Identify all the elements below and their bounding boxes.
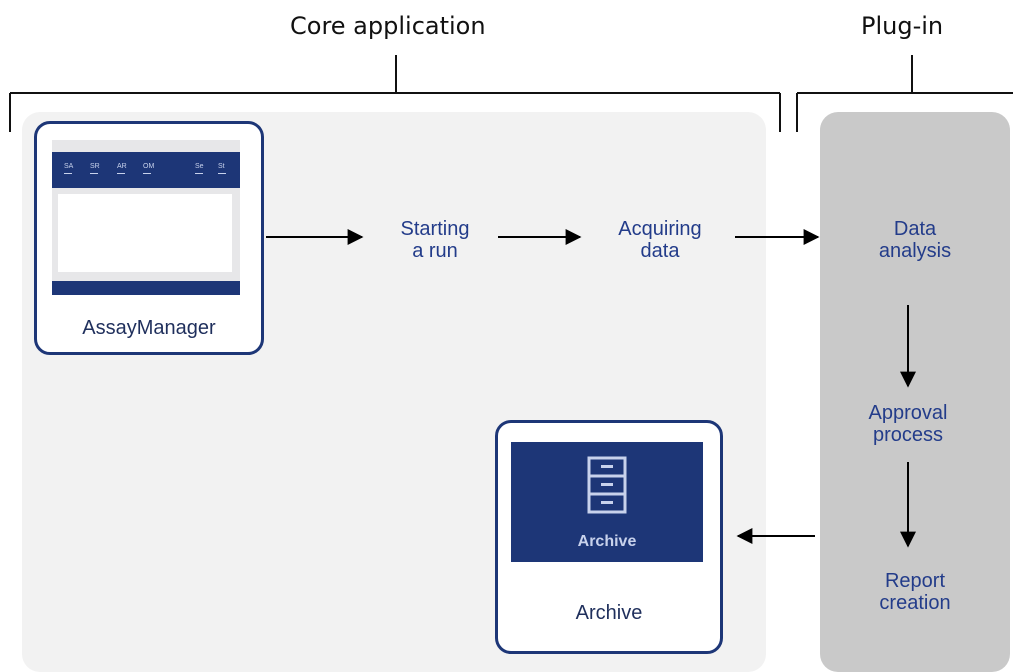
core-application-bracket <box>9 55 781 132</box>
plugin-panel <box>820 112 1010 672</box>
archive-screen-label: Archive <box>577 533 637 550</box>
step-report-creation: Report creation <box>879 570 951 614</box>
menu-item-settings: Se <box>195 163 204 170</box>
menu-item-underline <box>117 173 125 174</box>
assaymanager-status-bar <box>52 281 240 295</box>
assaymanager-label: AssayManager <box>82 317 216 339</box>
assaymanager-content-area <box>58 194 232 272</box>
core-application-title: Core application <box>290 12 486 40</box>
step-data-analysis: Data analysis <box>878 218 952 262</box>
menu-item-underline <box>90 173 98 174</box>
archive-label: Archive <box>575 602 643 624</box>
menu-item-underline <box>143 173 151 174</box>
plugin-title: Plug-in <box>861 12 944 40</box>
assaymanager-menu-bar <box>52 152 240 188</box>
step-acquiring-data: Acquiring data <box>618 218 702 262</box>
menu-item-setup-run: SR <box>90 163 100 170</box>
menu-item-setup-assay: SA <box>64 163 74 170</box>
menu-item-approval: AR <box>117 163 127 170</box>
step-starting-a-run: Starting a run <box>400 218 470 262</box>
menu-item-underline <box>218 173 226 174</box>
menu-item-underline <box>64 173 72 174</box>
file-cabinet-icon <box>587 456 627 514</box>
menu-item-status: St <box>218 163 225 170</box>
menu-item-other: OM <box>143 163 155 170</box>
plugin-bracket <box>796 55 1013 132</box>
menu-item-underline <box>195 173 203 174</box>
step-approval-process: Approval process <box>868 402 948 446</box>
